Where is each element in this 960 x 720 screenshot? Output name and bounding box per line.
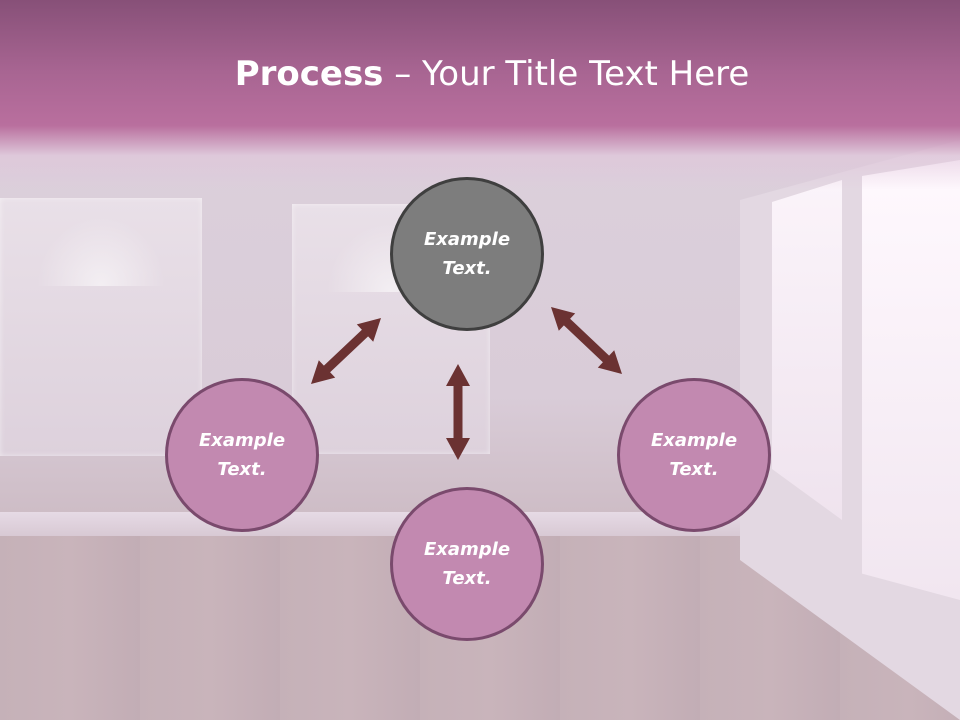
node-label-line2: Text. bbox=[442, 258, 492, 279]
node-label-line2: Text. bbox=[669, 459, 719, 480]
node-label-line2: Text. bbox=[217, 459, 267, 480]
process-node-top[interactable]: Example Text. bbox=[390, 177, 544, 331]
node-label-line1: Example bbox=[198, 430, 286, 451]
background-baseboard bbox=[0, 512, 760, 536]
slide-title-bold: Process bbox=[234, 54, 384, 94]
background-window bbox=[772, 180, 842, 520]
process-node-right[interactable]: Example Text. bbox=[617, 378, 771, 532]
title-band bbox=[0, 0, 960, 190]
node-label-line1: Example bbox=[650, 430, 738, 451]
node-label-line1: Example bbox=[423, 539, 511, 560]
background-window bbox=[862, 160, 960, 600]
arrow-top-left bbox=[311, 318, 381, 384]
slide-title[interactable]: Process – Your Title Text Here bbox=[0, 52, 960, 96]
node-label-line1: Example bbox=[423, 229, 511, 250]
arrow-top-bottom bbox=[446, 364, 470, 460]
background-wall-frame bbox=[0, 198, 202, 456]
slide-title-rest: – Your Title Text Here bbox=[383, 54, 750, 94]
process-node-bottom[interactable]: Example Text. bbox=[390, 487, 544, 641]
node-label-line2: Text. bbox=[442, 568, 492, 589]
arrow-top-right bbox=[551, 307, 622, 374]
process-node-left[interactable]: Example Text. bbox=[165, 378, 319, 532]
